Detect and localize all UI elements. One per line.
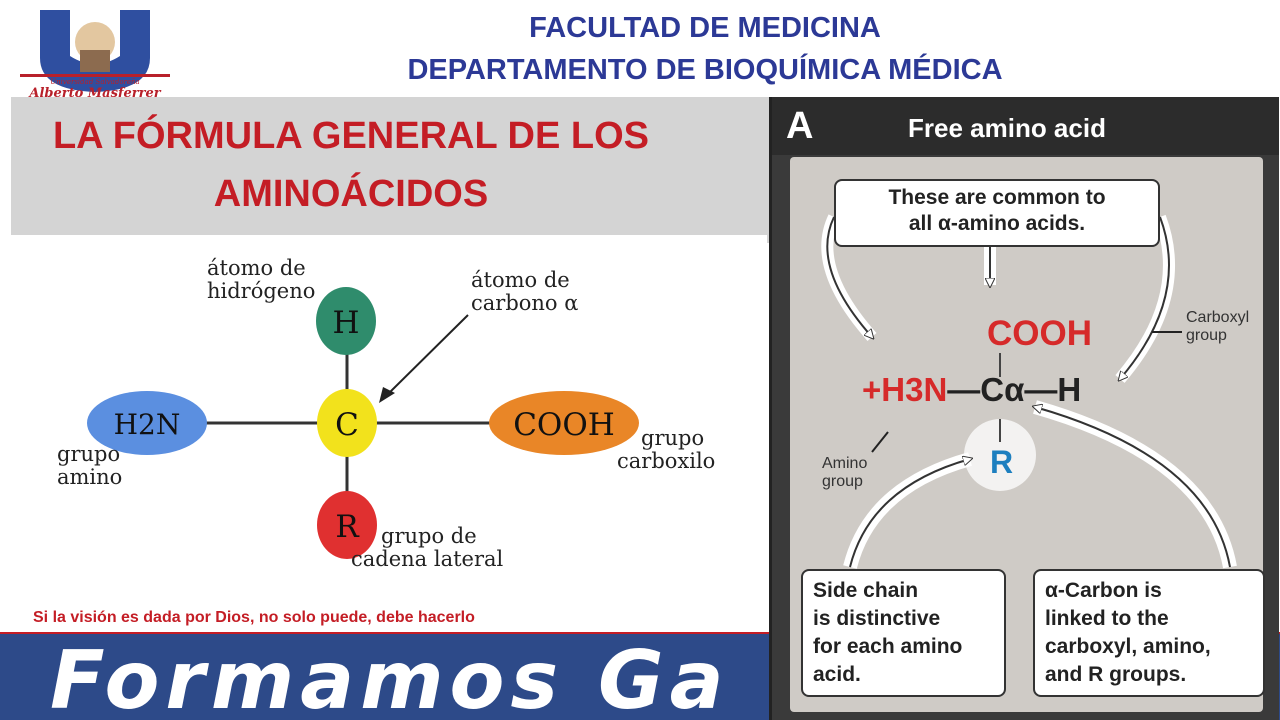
- alpha-carbon-note-line-1: α-Carbon is: [1045, 579, 1162, 602]
- side-chain-note-line-3: for each amino: [813, 635, 963, 658]
- hydrogen-arrow-outline: [1120, 216, 1170, 379]
- figure-header: A Free amino acid: [772, 97, 1279, 155]
- department-title: DEPARTAMENTO DE BIOQUÍMICA MÉDICA: [407, 54, 1003, 86]
- carbon-symbol: C: [335, 407, 359, 443]
- arrowhead-icon: [379, 387, 395, 403]
- amino-label-line-2: amino: [57, 465, 123, 489]
- hydrogen-label-line-1: átomo de: [207, 256, 306, 280]
- faculty-title: FACULTAD DE MEDICINA: [529, 12, 881, 44]
- diagram-drawing: H C H2N COOH R: [87, 287, 639, 559]
- carboxyl-caption-line-2: group: [1186, 327, 1227, 344]
- amino-caption-line-1: Amino: [822, 455, 868, 472]
- ammonium-group: +H3N: [862, 371, 948, 408]
- panel-letter: A: [786, 105, 814, 147]
- shield-logo-icon: [20, 10, 170, 92]
- side-chain-note-line-2: is distinctive: [813, 607, 941, 630]
- figure-body: These are common to all α-amino acids. C…: [790, 157, 1265, 712]
- amino-group-caption: Amino group: [822, 455, 867, 491]
- r-group-node: [317, 491, 377, 559]
- logo-subtitle: Universidad Salvadoreña: [50, 78, 140, 86]
- slide-title: LA FÓRMULA GENERAL DE LOS AMINOÁCIDOS: [41, 107, 661, 223]
- hydrogen-atom-label: átomo de hidrógeno: [207, 257, 315, 303]
- amine-node: [87, 391, 207, 455]
- common-note-line-2: all α-amino acids.: [908, 212, 1086, 235]
- slide-title-line-1: LA FÓRMULA GENERAL DE LOS: [52, 115, 650, 157]
- carboxyl-caption-line-1: Carboxyl: [1186, 309, 1250, 326]
- bond-dash-2: —: [1024, 371, 1058, 408]
- figure-arrows: [821, 214, 1237, 569]
- side-chain-label-line-1: grupo de: [381, 524, 477, 548]
- backbone-formula: +H3N—Cα—H: [862, 371, 1081, 409]
- side-chain-note-line-4: acid.: [813, 663, 861, 686]
- carboxyl-label-line-1: grupo: [641, 426, 705, 450]
- hydrogen-atom: H: [1057, 371, 1082, 408]
- carbon-label-line-1: átomo de: [471, 268, 570, 292]
- alpha-carbon-note-line-4: and R groups.: [1045, 663, 1187, 686]
- university-logo: Universidad Salvadoreña Alberto Masferre…: [10, 6, 180, 101]
- figure-title: Free amino acid: [908, 113, 1106, 143]
- cooh-group: COOH: [987, 314, 1092, 353]
- side-chain-arrow-outline: [849, 459, 970, 568]
- amino-caption-line-2: group: [822, 473, 863, 490]
- carboxyl-symbol: COOH: [513, 407, 615, 443]
- r-group: R: [990, 444, 1014, 480]
- alpha-carbon-arrow-outline: [1035, 407, 1231, 568]
- carboxyl-label-line-2: carboxilo: [617, 449, 716, 473]
- hydrogen-node: [316, 287, 376, 355]
- common-groups-note: These are common to all α-amino acids.: [834, 179, 1160, 247]
- hydrogen-symbol: H: [332, 305, 359, 341]
- common-note-line-1: These are common to: [888, 186, 1106, 209]
- banner-slogan: Formamos Ga: [50, 634, 730, 720]
- side-chain-label-line-2: cadena lateral: [351, 547, 504, 571]
- carbon-label-line-2: carbono α: [471, 291, 579, 315]
- side-chain-note-line-1: Side chain: [813, 579, 919, 602]
- carboxyl-group-label: grupo carboxilo: [617, 427, 715, 473]
- free-amino-acid-figure: A Free amino acid The: [769, 97, 1279, 720]
- slide-title-line-2: AMINOÁCIDOS: [213, 173, 489, 215]
- alpha-carbon-label: átomo de carbono α: [471, 269, 578, 315]
- amino-pointer: [871, 431, 889, 453]
- side-chain-note: Side chain is distinctive for each amino…: [801, 569, 1006, 697]
- bottom-banner: Formamos Ga: [0, 632, 1280, 720]
- side-chain-label: grupo de cadena lateral: [351, 525, 503, 571]
- r-symbol: R: [335, 509, 360, 545]
- amine-symbol: H2N: [114, 408, 181, 441]
- side-chain-arrow: [843, 452, 972, 569]
- alpha-carbon-arrow: [1033, 400, 1237, 569]
- r-glow: [964, 419, 1036, 491]
- carboxyl-node: [489, 391, 639, 455]
- alpha-carbon-note: α-Carbon is linked to the carboxyl, amin…: [1033, 569, 1265, 697]
- alpha-carbon-note-line-2: linked to the: [1045, 607, 1169, 630]
- alpha-carbon-note-line-3: carboxyl, amino,: [1045, 635, 1211, 658]
- amino-label-line-1: grupo: [57, 442, 121, 466]
- carboxyl-group-caption: Carboxyl group: [1186, 309, 1249, 345]
- bond-dash-1: —: [947, 371, 981, 408]
- amine-arrow-outline: [826, 216, 872, 337]
- hydrogen-label-line-2: hidrógeno: [207, 279, 316, 303]
- carbon-node: [317, 389, 377, 457]
- carbon-pointer-arrow: [386, 314, 469, 396]
- alpha-carbon: Cα: [980, 371, 1025, 408]
- amino-group-label: grupo amino: [57, 443, 122, 489]
- amino-acid-diagram: H C H2N COOH R átomo de hidrógeno átomo …: [11, 235, 767, 602]
- title-panel: LA FÓRMULA GENERAL DE LOS AMINOÁCIDOS: [11, 97, 769, 243]
- motto-text: Si la visión es dada por Dios, no solo p…: [33, 609, 475, 626]
- banner-divider: [0, 632, 1280, 634]
